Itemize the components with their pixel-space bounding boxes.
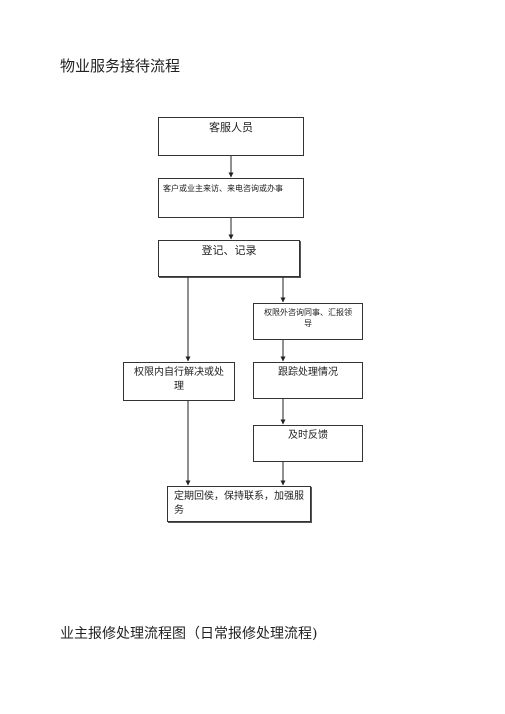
visit-inquiry-box: 客户或业主来访、来电咨询或办事 [158, 178, 304, 218]
section-title: 业主报修处理流程图（日常报修处理流程) [60, 626, 318, 642]
outside-authority-box: 权限外咨询同事、汇报领导 [253, 303, 363, 340]
feedback-label: 及时反馈 [288, 430, 328, 441]
outside-authority-label: 权限外咨询同事、汇报领导 [264, 308, 352, 328]
within-authority-box: 权限内自行解决或处理 [123, 362, 235, 401]
follow-up-label: 定期回侯，保持联系，加强服务 [174, 491, 304, 516]
follow-up-box: 定期回侯，保持联系，加强服务 [167, 486, 311, 522]
customer-service-box: 客服人员 [158, 117, 304, 156]
track-box: 跟踪处理情况 [253, 362, 363, 399]
page-title: 物业服务接待流程 [60, 57, 181, 75]
visit-inquiry-label: 客户或业主来访、来电咨询或办事 [163, 184, 283, 193]
register-box: 登记、记录 [158, 240, 300, 277]
register-label: 登记、记录 [201, 244, 257, 257]
feedback-box: 及时反馈 [253, 425, 363, 462]
customer-service-label: 客服人员 [209, 121, 253, 134]
track-label: 跟踪处理情况 [278, 367, 338, 378]
within-authority-label: 权限内自行解决或处理 [134, 367, 224, 392]
